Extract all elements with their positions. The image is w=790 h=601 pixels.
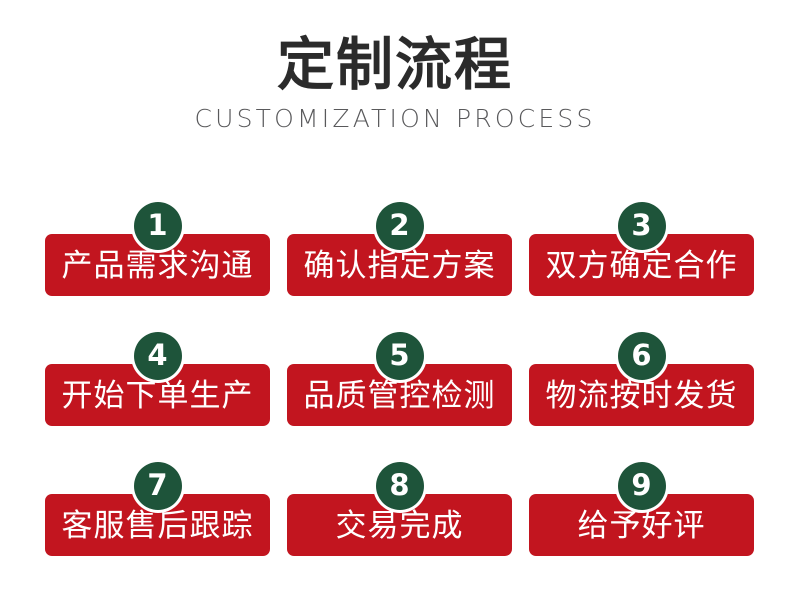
step-number-badge-2: 2: [375, 202, 424, 250]
step-number-label: 4: [147, 337, 168, 372]
step-number-badge-5: 5: [375, 332, 424, 380]
step-number-badge-3: 3: [617, 202, 666, 250]
process-step-7[interactable]: 7 客服售后跟踪: [45, 462, 270, 556]
process-step-3[interactable]: 3 双方确定合作: [529, 202, 754, 296]
step-number-badge-6: 6: [617, 332, 666, 380]
step-number-label: 6: [631, 337, 652, 372]
process-steps-grid: 1 产品需求沟通 2 确认指定方案 3 双方确定合作 4: [45, 202, 754, 556]
step-number-label: 3: [631, 207, 652, 242]
step-card-label: 开始下单生产: [61, 378, 254, 414]
step-card-label: 物流按时发货: [545, 378, 738, 414]
step-card-2[interactable]: 确认指定方案: [287, 234, 512, 296]
step-number-label: 7: [147, 467, 168, 502]
process-step-5[interactable]: 5 品质管控检测: [287, 332, 512, 426]
process-step-6[interactable]: 6 物流按时发货: [529, 332, 754, 426]
header: 定制流程 CUSTOMIZATION PROCESS: [0, 34, 790, 136]
step-card-label: 交易完成: [335, 508, 464, 544]
step-number-label: 8: [389, 467, 410, 502]
step-card-label: 给予好评: [577, 508, 706, 544]
step-card-label: 品质管控检测: [303, 378, 496, 414]
step-number-label: 2: [389, 207, 410, 242]
step-number-label: 1: [147, 207, 168, 242]
step-number-badge-7: 7: [133, 462, 182, 510]
step-number-badge-4: 4: [133, 332, 182, 380]
step-number-label: 9: [631, 467, 652, 502]
step-card-label: 确认指定方案: [303, 248, 496, 284]
step-card-label: 客服售后跟踪: [61, 508, 254, 544]
step-card-4[interactable]: 开始下单生产: [45, 364, 270, 426]
step-card-label: 双方确定合作: [545, 248, 738, 284]
process-step-8[interactable]: 8 交易完成: [287, 462, 512, 556]
step-card-label: 产品需求沟通: [61, 248, 254, 284]
page-subtitle: CUSTOMIZATION PROCESS: [194, 104, 596, 133]
page-title: 定制流程: [277, 32, 513, 98]
process-step-4[interactable]: 4 开始下单生产: [45, 332, 270, 426]
process-step-2[interactable]: 2 确认指定方案: [287, 202, 512, 296]
process-step-9[interactable]: 9 给予好评: [529, 462, 754, 556]
step-number-badge-1: 1: [133, 202, 182, 250]
process-step-1[interactable]: 1 产品需求沟通: [45, 202, 270, 296]
step-number-badge-8: 8: [375, 462, 424, 510]
step-number-badge-9: 9: [617, 462, 666, 510]
step-number-label: 5: [389, 337, 410, 372]
